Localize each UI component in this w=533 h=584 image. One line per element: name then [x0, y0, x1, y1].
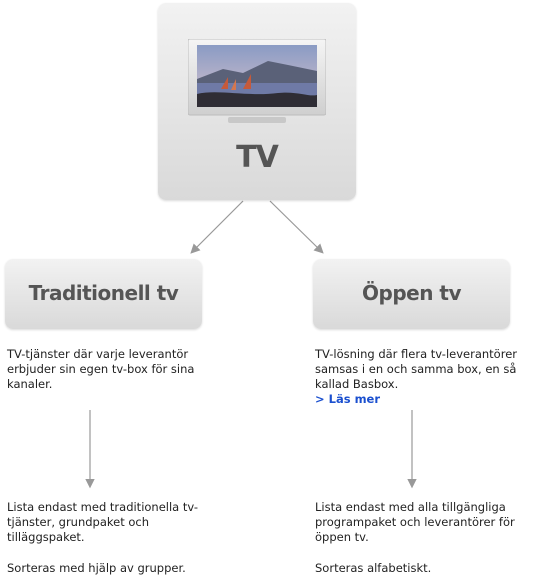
oppen-tv-list-text: Lista endast med alla tillgängliga progr… — [315, 500, 515, 544]
las-mer-link[interactable]: > Läs mer — [315, 392, 381, 406]
arrow-tv-to-traditionell — [190, 200, 244, 254]
oppen-tv-description: TV-lösning där flera tv-leverantörer sam… — [315, 347, 517, 391]
traditionell-tv-list-text: Lista endast med traditionella tv-tjänst… — [7, 500, 199, 544]
oppen-tv-card[interactable]: Öppen tv — [313, 259, 510, 329]
traditionell-tv-description: TV-tjänster där varje leverantör erbjude… — [7, 347, 195, 391]
tv-icon — [187, 38, 327, 125]
oppen-tv-description-block: TV-lösning där flera tv-leverantörer sam… — [315, 347, 530, 407]
oppen-tv-sort-text: Sorteras alfabetiskt. — [315, 561, 432, 575]
oppen-tv-title: Öppen tv — [362, 281, 462, 305]
tv-title: TV — [236, 140, 279, 175]
tv-card: TV — [158, 3, 356, 200]
arrow-tv-to-oppen — [269, 200, 324, 254]
traditionell-tv-sort-text: Sorteras med hjälp av grupper. — [7, 561, 186, 575]
traditionell-tv-card[interactable]: Traditionell tv — [5, 259, 202, 329]
traditionell-tv-title: Traditionell tv — [28, 281, 179, 305]
